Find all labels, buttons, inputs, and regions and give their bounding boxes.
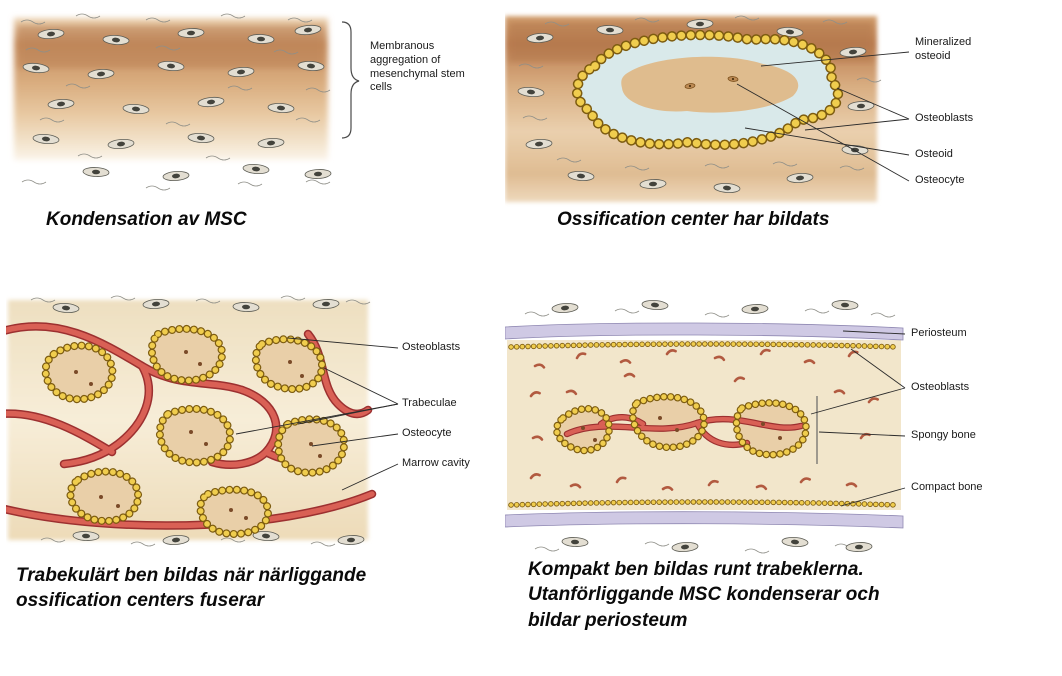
mesenchyme-dark-stripe <box>18 26 324 68</box>
label-osteocyte: Osteocyte <box>915 174 965 186</box>
panel-trabecular-bone: Osteoblasts Trabeculae Osteocyte Marrow … <box>6 292 503 552</box>
label-membranous-aggregation: Membranous aggregation of mesenchymal st… <box>370 40 465 94</box>
caption-kondensation-av-msc: Kondensation av MSC <box>46 209 247 230</box>
caption-trabekulart-ben: Trabekulärt ben bildas när närliggande o… <box>16 565 367 612</box>
msc-condensation-illustration <box>14 13 360 191</box>
label-marrow-cavity: Marrow cavity <box>402 457 470 469</box>
label-osteoblasts: Osteoblasts <box>402 341 461 353</box>
label-periosteum: Periosteum <box>911 327 967 339</box>
osteocyte-dots <box>581 416 782 442</box>
label-osteoblasts: Osteoblasts <box>911 381 970 393</box>
caption-ossification-center: Ossification center har bildats <box>557 209 830 230</box>
panel-ossification-center: Mineralized osteoid Osteoblasts Osteoid … <box>505 8 1057 210</box>
compact-bone-illustration <box>505 299 906 554</box>
ossification-center-illustration <box>505 15 910 202</box>
periosteum-band-bottom <box>505 511 904 529</box>
osteocyte-cells <box>684 76 739 89</box>
label-compact-bone: Compact bone <box>911 481 983 493</box>
leader-lines <box>235 337 399 491</box>
label-trabeculae: Trabeculae <box>402 397 457 409</box>
brace-bracket <box>341 21 360 139</box>
periosteum-band-top <box>505 322 904 341</box>
leader-lines <box>736 51 910 182</box>
panel-compact-bone: Periosteum Osteoblasts Spongy bone Compa… <box>505 296 1059 560</box>
leader-lines <box>810 330 906 507</box>
mineralized-osteoid-core <box>621 56 799 113</box>
label-osteocyte: Osteocyte <box>402 427 452 439</box>
caption-kompakt-ben: Kompakt ben bildas runt trabeklerna. Uta… <box>528 559 880 631</box>
label-osteoblasts: Osteoblasts <box>915 112 974 124</box>
osteocyte-dots <box>74 350 322 520</box>
label-mineralized-osteoid: Mineralized osteoid <box>915 36 972 62</box>
panel-msc-condensation: Membranous aggregation of mesenchymal st… <box>6 6 466 208</box>
trabecular-bone-illustration <box>6 295 399 547</box>
label-osteoid: Osteoid <box>915 148 953 160</box>
label-spongy-bone: Spongy bone <box>911 429 976 441</box>
